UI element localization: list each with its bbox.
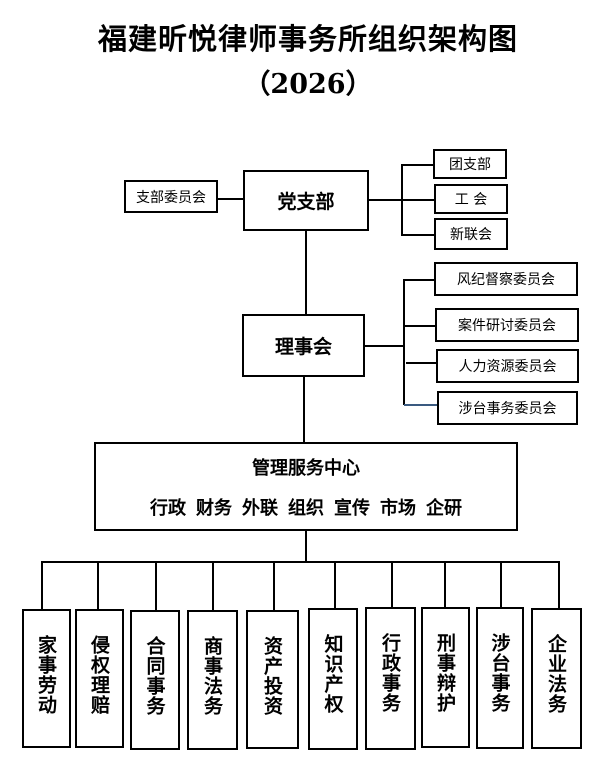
function-item: 行政 [150, 497, 186, 519]
function-item: 组织 [288, 497, 324, 519]
department-label: 合同事务 [143, 636, 166, 716]
hr-committee-label: 人力资源委员会 [458, 359, 557, 375]
department-box: 行政事务 [365, 607, 416, 750]
connector-line [303, 377, 305, 443]
council-label: 理事会 [274, 336, 332, 358]
connector-line [305, 231, 307, 314]
management-center-box: 管理服务中心 行政财务外联组织宣传市场企研 [94, 442, 518, 531]
function-item: 宣传 [334, 497, 370, 519]
connector-line [155, 561, 157, 610]
youth-league-label: 团支部 [449, 157, 491, 173]
connector-line [305, 531, 307, 563]
connector-line [391, 561, 393, 607]
party-branch-label: 党支部 [277, 191, 335, 213]
connector-line [403, 325, 436, 327]
department-label: 资产投资 [261, 636, 283, 716]
connector-line [403, 279, 435, 281]
branch-committee-label: 支部委员会 [136, 189, 206, 206]
department-label: 企业法务 [545, 634, 567, 714]
department-label: 刑事辩护 [434, 633, 456, 713]
department-box: 家事劳动 [22, 609, 71, 748]
connector-line [401, 199, 435, 201]
connector-line [365, 345, 405, 347]
discipline-committee-box: 风纪督察委员会 [434, 262, 578, 296]
connector-line [403, 279, 405, 405]
department-box: 涉台事务 [476, 607, 524, 749]
function-item: 市场 [380, 497, 416, 519]
department-box: 商事法务 [187, 610, 238, 750]
union-box: 工 会 [434, 184, 508, 214]
management-functions: 行政财务外联组织宣传市场企研 [145, 494, 467, 520]
department-label: 侵权理赔 [88, 635, 110, 715]
department-label: 家事劳动 [35, 635, 57, 715]
department-label: 行政事务 [379, 633, 401, 713]
connector-line [334, 561, 336, 608]
department-box: 合同事务 [130, 610, 180, 750]
party-branch-box: 党支部 [243, 170, 369, 231]
department-label: 商事法务 [201, 636, 223, 716]
connector-line [404, 404, 438, 406]
department-bus-line [41, 561, 560, 563]
connector-line [369, 199, 402, 201]
department-box: 刑事辩护 [421, 607, 470, 748]
case-research-committee-label: 案件研讨委员会 [458, 318, 556, 334]
hr-committee-box: 人力资源委员会 [436, 349, 579, 383]
case-research-committee-box: 案件研讨委员会 [435, 308, 579, 342]
connector-line [500, 561, 502, 607]
union-label: 工 会 [454, 192, 488, 208]
connector-line [97, 561, 99, 609]
connector-line [401, 164, 434, 166]
department-box: 侵权理赔 [75, 609, 124, 748]
youth-league-box: 团支部 [433, 149, 507, 179]
new-association-label: 新联会 [450, 227, 492, 243]
department-box: 资产投资 [246, 610, 299, 749]
connector-line [401, 234, 435, 236]
department-box: 知识产权 [308, 608, 358, 750]
function-item: 财务 [196, 497, 232, 519]
connector-line [212, 561, 214, 610]
new-association-box: 新联会 [434, 218, 508, 250]
taiwan-affairs-committee-label: 涉台事务委员会 [458, 401, 557, 417]
function-item: 企研 [426, 497, 462, 519]
function-item: 外联 [242, 497, 278, 519]
taiwan-affairs-committee-box: 涉台事务委员会 [437, 391, 578, 425]
discipline-committee-label: 风纪督察委员会 [457, 272, 555, 288]
branch-committee-box: 支部委员会 [124, 180, 218, 213]
connector-line [218, 198, 244, 200]
chart-title: 福建昕悦律师事务所组织架构图 [97, 22, 518, 56]
connector-line [558, 561, 560, 608]
connector-line [406, 362, 437, 364]
council-box: 理事会 [242, 314, 365, 377]
connector-line [41, 561, 43, 609]
connector-line [273, 561, 275, 610]
chart-year: （2026） [243, 69, 373, 100]
department-label: 知识产权 [321, 634, 344, 714]
connector-line [444, 561, 446, 607]
management-center-label: 管理服务中心 [252, 457, 360, 479]
department-box: 企业法务 [531, 608, 582, 749]
department-label: 涉台事务 [488, 633, 511, 713]
